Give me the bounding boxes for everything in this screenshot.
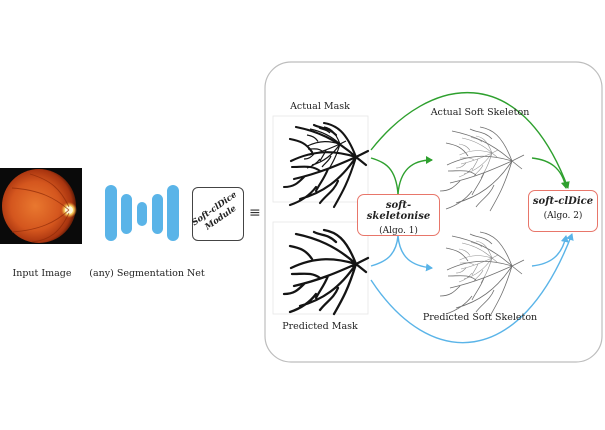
module-label: Soft-clDice Module bbox=[190, 190, 246, 238]
actual-skeleton-to-cldice-arrow bbox=[531, 157, 569, 189]
soft-skeletonise-subtitle: (Algo. 1) bbox=[379, 226, 418, 236]
soft-skeletonise-box: soft-skeletonise (Algo. 1) bbox=[357, 194, 440, 236]
predicted-mask-image bbox=[272, 221, 370, 316]
segmentation-net-icon bbox=[105, 185, 179, 241]
green-arrows bbox=[370, 92, 570, 195]
predicted-soft-skeleton-image bbox=[430, 226, 525, 317]
actual-soft-skeleton-image bbox=[430, 121, 525, 212]
predicted-skeleton-to-cldice-arrow bbox=[531, 235, 569, 267]
actual-mask-label: Actual Mask bbox=[290, 101, 350, 112]
input-image-label: Input Image bbox=[12, 268, 72, 279]
actual-mask-image bbox=[272, 115, 370, 209]
skeletonise-to-predicted-skeleton-arrow bbox=[397, 235, 433, 272]
actual-mask-to-skeletonise-arrow bbox=[370, 157, 399, 195]
soft-cldice-box: soft-clDice (Algo. 2) bbox=[528, 190, 598, 232]
actual-mask-to-cldice-arrow bbox=[370, 92, 570, 189]
soft-skeletonise-title: soft-skeletonise bbox=[366, 200, 431, 222]
actual-soft-skeleton-label: Actual Soft Skeleton bbox=[430, 107, 530, 118]
fundus-image bbox=[0, 168, 82, 244]
blue-arrows bbox=[370, 233, 574, 344]
predicted-soft-skeleton-label: Predicted Soft Skeleton bbox=[422, 312, 538, 323]
segmentation-net-label: (any) Segmentation Net bbox=[89, 268, 205, 279]
soft-cldice-title: soft-clDice bbox=[532, 196, 594, 207]
soft-cldice-subtitle: (Algo. 2) bbox=[543, 211, 583, 221]
predicted-mask-label: Predicted Mask bbox=[282, 321, 358, 332]
soft-cldice-module-box: Soft-clDice Module bbox=[190, 187, 246, 241]
equivalence-symbol: ≡ bbox=[249, 205, 261, 221]
skeletonise-to-actual-skeleton-arrow bbox=[397, 156, 433, 195]
predicted-mask-to-cldice-arrow bbox=[370, 233, 574, 344]
method-panel bbox=[264, 61, 603, 363]
predicted-mask-to-skeletonise-arrow bbox=[370, 235, 399, 267]
